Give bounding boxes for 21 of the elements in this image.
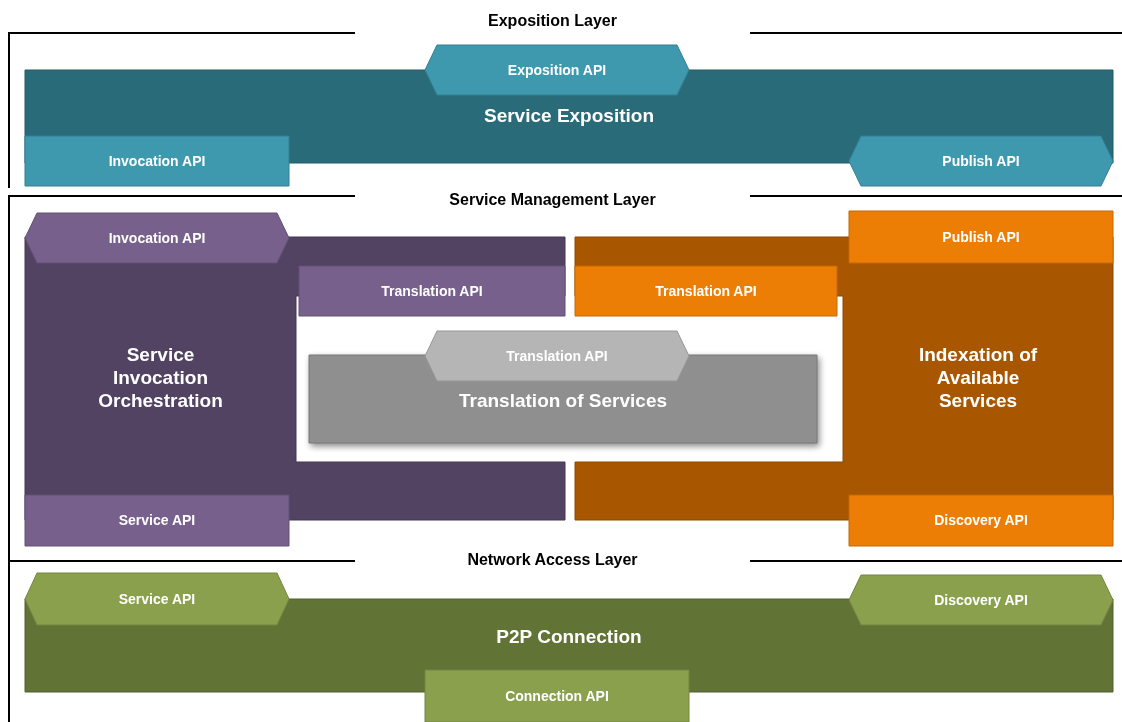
service-title: Translation of Services (459, 389, 667, 413)
api-label: Service API (118, 512, 196, 529)
service-title: Service Exposition (484, 105, 654, 128)
api-label: Discovery API (934, 591, 1028, 609)
layer-heading: Exposition Layer (488, 11, 617, 31)
api-label: Service API (118, 590, 196, 608)
api-label: Translation API (381, 282, 483, 300)
api-label: Invocation API (108, 152, 206, 170)
api-label: Translation API (655, 282, 757, 300)
layer-heading: Service Management Layer (449, 190, 656, 210)
service-title: Indexation of Available Services (917, 344, 1039, 413)
api-label: Translation API (506, 347, 608, 365)
layer-heading: Network Access Layer (467, 550, 638, 570)
api-label: Connection API (505, 687, 609, 705)
api-label: Publish API (942, 228, 1020, 246)
api-label: Discovery API (934, 512, 1028, 529)
api-label: Invocation API (108, 229, 206, 247)
service-title: P2P Connection (496, 626, 642, 649)
api-label: Publish API (942, 152, 1020, 170)
service-title: Service Invocation Orchestration (97, 344, 224, 413)
api-label: Exposition API (507, 61, 607, 79)
